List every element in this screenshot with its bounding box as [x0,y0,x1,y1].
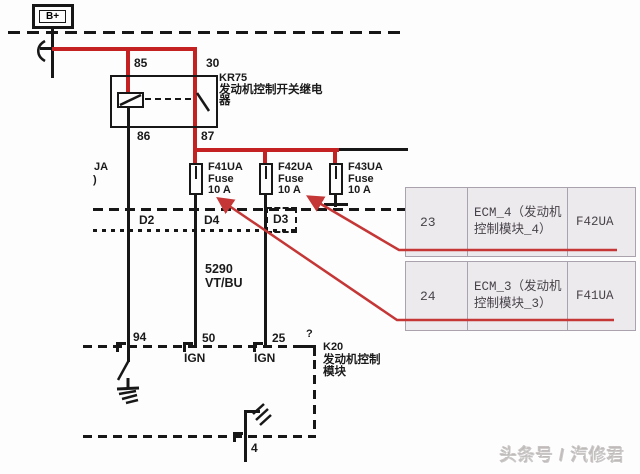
table-row-24: 24 ECM_3（发动机控制模块_3） F41UA [405,261,636,331]
k20-pin94-label: 94 [133,330,147,344]
wire-f41ua-to-50 [194,194,197,348]
k20-ign-right-label: IGN [254,351,276,365]
wire-f43ua-terminal-bar [324,203,348,206]
fuse1-id: F41UA [208,161,243,173]
battery-vertical-wire [51,28,54,78]
connector-d2-label: D2 [139,213,155,227]
connector-dashed-line-lower [93,229,296,232]
battery-feed-label: B+ [39,10,66,23]
relay-coupling-dashed-line [145,98,191,100]
fuse-symbol-f42ua [259,163,273,195]
fuse3-id: F43UA [348,161,383,173]
wire-pin4-vertical [244,412,247,462]
k20-box-top-dashed [83,345,302,348]
k20-box-right-dashed [313,360,316,432]
fuse1-rating: 10 A [208,184,231,196]
fuse2-rating: 10 A [278,184,301,196]
fuse2-id: F42UA [278,161,313,173]
table-terminal-cell: 24 [406,262,468,330]
wire-circuit-number: 5290 [205,262,233,276]
fuse2-type: Fuse [278,172,304,185]
fuse3-type: Fuse [348,172,374,185]
pin4-label: 4 [251,441,258,455]
pin50-bracket-v [183,342,186,352]
pin50-bracket-h [183,342,193,345]
ignition-switch-blade [116,359,131,381]
red-feed-wire-top [52,47,197,51]
fuse1-label: F41UA Fuse 10 A [208,161,243,197]
k20-pin25-label: 25 [272,331,286,345]
table-fuse-cell: F41UA [576,289,614,303]
red-wire-pin85 [126,47,130,93]
wire-86-to-94 [127,107,130,362]
fuse-feed-bus-black-extension [339,148,408,151]
relay-name-block: KR75 发动机控制开关继电器 [219,72,337,108]
fuse-symbol-f43ua [329,163,343,195]
ground2-tick3 [259,414,272,426]
relay-pin30-label: 30 [206,56,220,70]
table-description-cell: ECM_4（发动机控制模块_4） [468,188,568,256]
pin94-bracket-h [116,342,126,345]
fuse2-label: F42UA Fuse 10 A [278,161,313,197]
k20-box-corner-v [313,345,316,356]
table-terminal-cell: 23 [406,188,468,256]
top-boundary-dashed-line [8,31,400,34]
ground1-tick3 [125,398,139,405]
fuse-element [265,166,267,179]
ground1-bar [116,386,140,391]
k20-box-corner-h [302,345,316,348]
table-fuse-cell: F42UA [576,215,614,229]
k20-name: 发动机控制模块 [323,353,381,378]
wire-94-inside-module [127,348,130,362]
k20-box-bottom-dashed [83,435,316,438]
wire-pin4-corner [244,410,260,413]
inline-connector-tick [40,47,58,50]
red-stub-fuse3 [333,150,337,164]
table-description-cell: ECM_3（发动机控制模块_3） [468,262,568,330]
fuse3-rating: 10 A [348,184,371,196]
red-wire-pin30-87 [193,47,197,164]
fuse3-label: F43UA Fuse 10 A [348,161,383,197]
table-description-text: ECM_3（发动机控制模块_3） [474,280,562,311]
relay-pin86-label: 86 [137,129,151,143]
relay-box [110,75,218,128]
relay-id: KR75 [219,72,248,84]
k20-unknown-mark: ? [306,328,313,340]
pin25-bracket-v [253,342,256,352]
k20-ign-left-label: IGN [184,351,206,365]
relay-coil-symbol [117,92,144,108]
pin94-bracket-v [116,342,119,352]
connector-d4-label: D4 [204,213,220,227]
fuse1-type: Fuse [208,172,234,185]
ground1-tick2 [121,393,138,401]
relay-pin85-label: 85 [134,56,148,70]
relay-name: 发动机控制开关继电器 [219,83,323,107]
connector-d3-label: D3 [273,212,289,226]
fuse-symbol-f41ua [189,163,203,195]
cropped-label-fragment: JA [94,161,109,173]
red-stub-fuse2 [263,150,267,164]
wire-color-code: VT/BU [205,276,243,290]
table-description-text: ECM_4（发动机控制模块_4） [474,206,562,237]
inline-connector-arc [37,39,46,63]
cropped-paren-fragment: ) [93,174,97,186]
pin25-bracket-h [253,342,263,345]
pin4-bracket-v [233,432,236,442]
pin4-bracket-h [233,432,243,435]
k20-label-block: K20 发动机控制模块 [323,341,393,378]
ground1-tick1 [118,389,137,396]
k20-id: K20 [323,341,344,353]
k20-pin50-label: 50 [202,331,216,345]
connector-dashed-line-upper [93,208,408,211]
relay-pin87-label: 87 [201,129,215,143]
wire-circuit-label: 5290 VT/BU [205,262,243,290]
table-row-23: 23 ECM_4（发动机控制模块_4） F42UA [405,187,636,257]
fuse-element [335,166,337,179]
watermark: 头条号 / 汽修君 [500,446,626,465]
battery-feed-box: B+ [32,4,74,29]
fuse-element [195,166,197,179]
